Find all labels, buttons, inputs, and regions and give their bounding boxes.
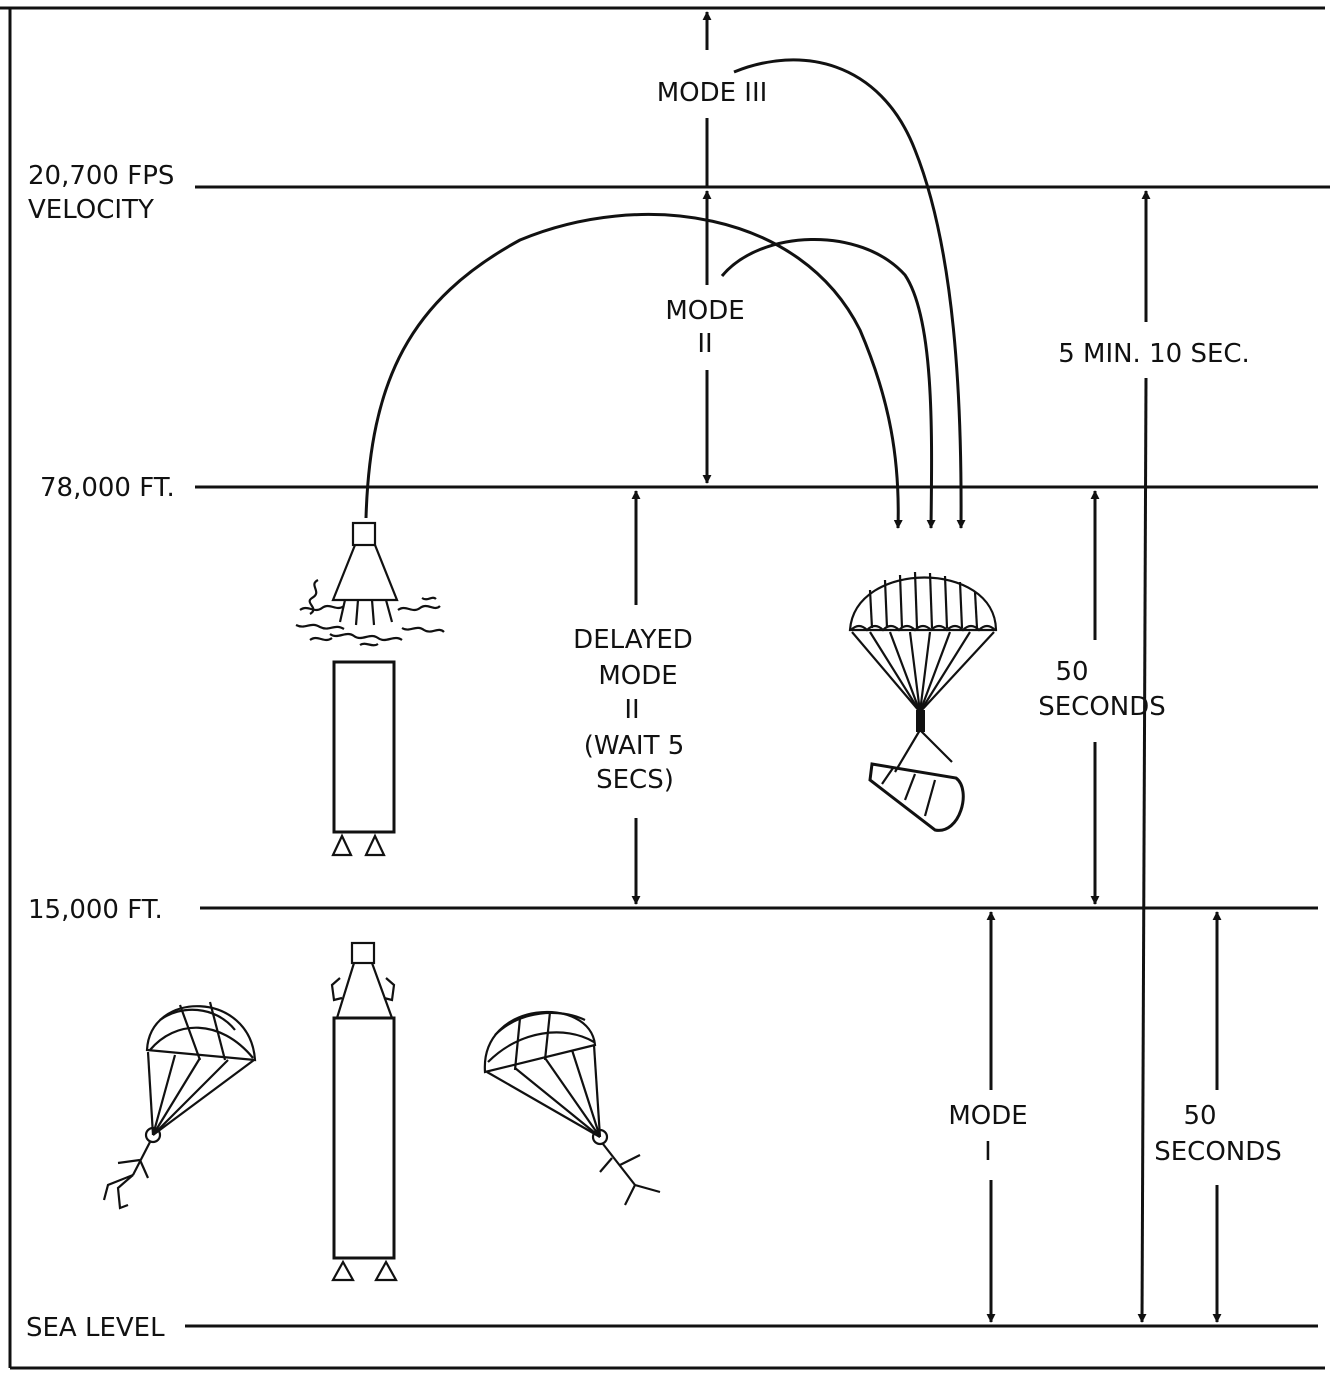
total-time-label: 5 MIN. 10 SEC. [1058,339,1250,369]
delayed-mode2-label-line3: II [624,695,639,725]
launch-vehicle-illustration [330,941,398,1282]
left-parachutist-illustration [102,1001,257,1210]
delayed-mode2-trajectory [364,212,903,529]
frame [0,6,1325,1370]
altitude-15000-label: 15,000 FT. [28,895,163,925]
delayed-mode2-label-line5: SECS) [596,765,674,795]
mode1-label-line1: MODE [948,1101,1027,1131]
velocity-label-line1: 20,700 FPS [28,161,174,191]
lower-50s-label-line2: SECONDS [1154,1137,1282,1167]
right-parachutist-illustration [483,1010,661,1206]
sea-level-label: SEA LEVEL [26,1313,165,1343]
mode2-label-line2: II [697,329,712,359]
mode3-trajectory [733,58,966,529]
mode1-label-line2: I [984,1137,992,1167]
mode3-label: MODE III [657,78,768,108]
capsule-parachute-illustration [848,571,998,832]
mode2-trajectory [720,238,936,529]
delayed-mode2-label-line2: MODE [598,661,677,691]
upper-50s-label-line1: 50 [1055,657,1088,687]
upper-50s-label-line2: SECONDS [1038,692,1166,722]
altitude-78000-label: 78,000 FT. [40,473,175,503]
mode2-label-line1: MODE [665,296,744,326]
escape-tower-firing-illustration [295,521,445,857]
delayed-mode2-label-line1: DELAYED [573,625,693,655]
lower-50s-label-line1: 50 [1183,1101,1216,1131]
velocity-label-line2: VELOCITY [28,195,154,225]
total-time-arrow-down [1137,377,1148,1323]
delayed-mode2-label-line4: (WAIT 5 [584,731,685,761]
